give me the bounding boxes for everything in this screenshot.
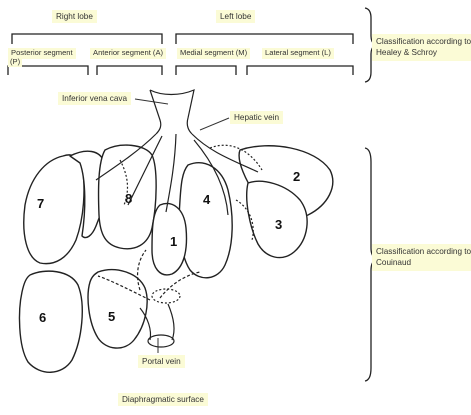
liver-segments	[20, 145, 333, 372]
lateral-segment-label: Lateral segment (L)	[262, 48, 334, 59]
healey-schroy-classification-label: Classification according to Healey & Sch…	[372, 34, 471, 61]
segment-4-shape	[179, 163, 232, 278]
segment-number-5: 5	[108, 309, 115, 324]
right-lobe-bracket	[12, 34, 162, 44]
left-lobe-label: Left lobe	[216, 10, 255, 23]
segment-number-8: 8	[125, 191, 132, 206]
ivc-trunk	[150, 90, 194, 134]
segment-number-1: 1	[170, 234, 177, 249]
hepatic-vein-pointer	[200, 118, 229, 130]
segment-number-3: 3	[275, 217, 282, 232]
inferior-vena-cava-label: Inferior vena cava	[58, 92, 131, 105]
portal-junction	[152, 289, 180, 303]
segment-5-shape	[88, 270, 147, 348]
portal-vein-label: Portal vein	[138, 355, 185, 368]
medial-bracket	[176, 66, 236, 75]
segment-6-shape	[20, 271, 83, 372]
anterior-bracket	[97, 66, 162, 75]
posterior-bracket	[8, 66, 88, 75]
ivc-pointer	[135, 99, 168, 104]
segment-7-shape	[24, 155, 84, 264]
left-lobe-bracket	[176, 34, 353, 44]
medial-segment-label: Medial segment (M)	[177, 48, 250, 59]
anterior-segment-label: Anterior segment (A)	[90, 48, 166, 59]
segment-number-6: 6	[39, 310, 46, 325]
segment-number-4: 4	[203, 192, 211, 207]
portal-vein-opening	[148, 335, 174, 347]
segment-number-7: 7	[37, 196, 44, 211]
right-lobe-label: Right lobe	[52, 10, 97, 23]
segment-number-2: 2	[293, 169, 300, 184]
couinaud-classification-label: Classification according to Couinaud	[372, 244, 471, 271]
lateral-bracket	[247, 66, 353, 75]
hepatic-vein-label: Hepatic vein	[230, 111, 283, 124]
diaphragmatic-surface-label: Diaphragmatic surface	[118, 393, 208, 406]
posterior-segment-abbrev: (P)	[8, 58, 22, 67]
